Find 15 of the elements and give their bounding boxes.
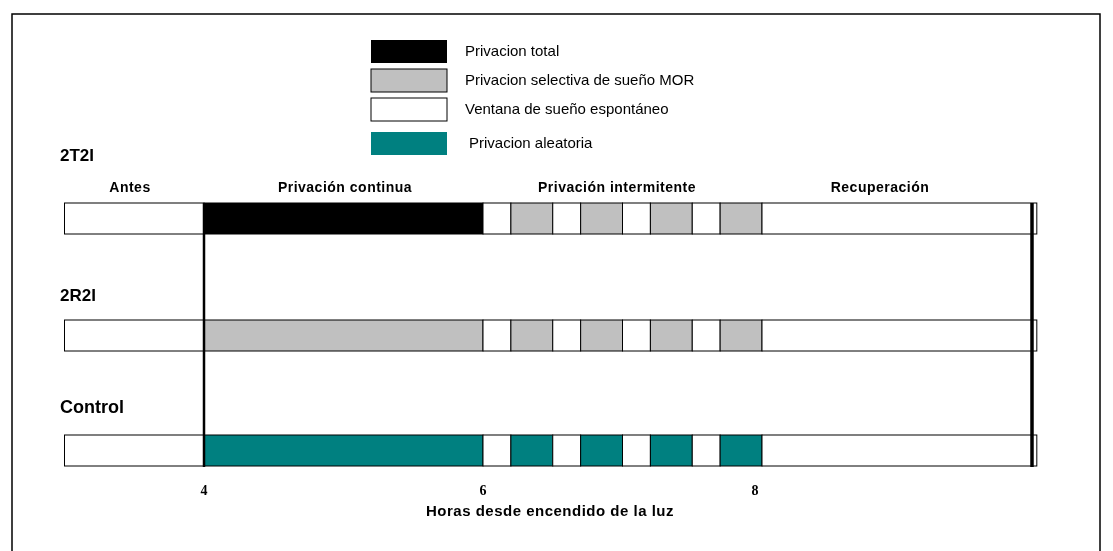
tick-label: 6 — [479, 484, 487, 498]
row-label: 2T2I — [60, 147, 95, 164]
phase-label: Privación continua — [277, 180, 413, 194]
row-label: Control — [60, 398, 124, 416]
phase-label: Recuperación — [830, 180, 930, 194]
tick-label: 4 — [200, 484, 208, 498]
legend-label: Privacion selectiva de sueño MOR — [465, 72, 695, 87]
phase-label: Privación intermitente — [538, 180, 696, 194]
legend-label: Privacion aleatoria — [469, 135, 593, 150]
row-label: 2R2I — [60, 287, 96, 304]
legend-label: Privacion total — [465, 43, 560, 58]
phase-label: Antes — [109, 180, 151, 194]
axis-title: Horas desde encendido de la luz — [425, 503, 675, 518]
tick-label: 8 — [751, 484, 759, 498]
legend-label: Ventana de sueño espontáneo — [465, 101, 669, 116]
